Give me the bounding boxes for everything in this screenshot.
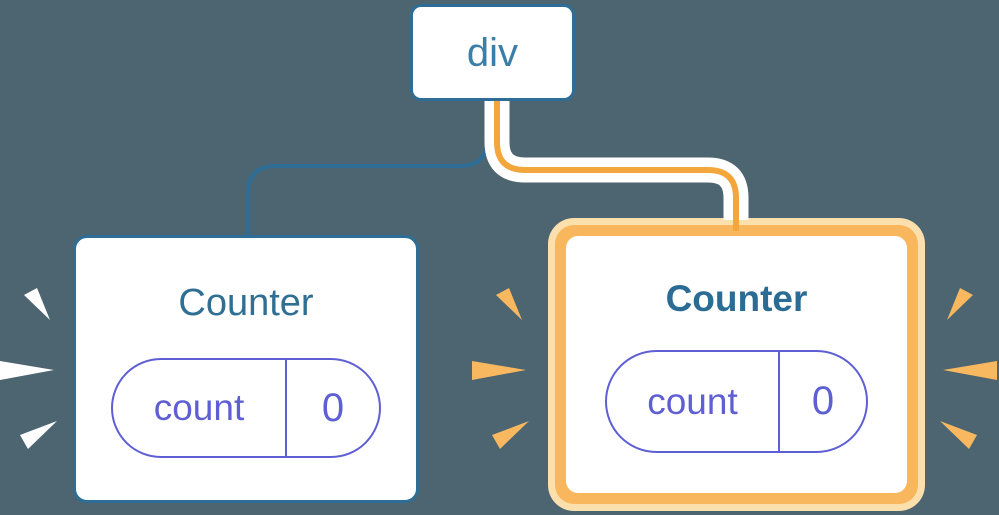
component-card-right-highlight-border: Counter count 0 [555, 225, 918, 504]
state-pill: count 0 [605, 350, 868, 453]
state-pill: count 0 [111, 358, 381, 458]
pill-divider [778, 352, 780, 451]
component-card-left: Counter count 0 [73, 235, 419, 503]
root-node-label: div [466, 30, 519, 75]
pill-divider [285, 360, 287, 456]
edge-to-right-counter-halo [484, 97, 749, 220]
state-value: 0 [321, 385, 345, 430]
root-node: div [410, 4, 575, 101]
state-value: 0 [811, 379, 835, 423]
component-title: Counter [178, 282, 314, 324]
burst-icon-orange-left [472, 288, 529, 449]
state-key: count [647, 380, 738, 422]
edge-to-right-counter [494, 97, 739, 231]
component-title: Counter [665, 278, 808, 319]
edge-to-left-counter [246, 100, 489, 236]
burst-icon-white [0, 288, 57, 449]
component-card-right: Counter count 0 [566, 236, 907, 493]
component-card-right-highlight-ring: Counter count 0 [548, 218, 925, 511]
burst-icon-orange-right [940, 288, 997, 449]
state-key: count [153, 387, 245, 428]
